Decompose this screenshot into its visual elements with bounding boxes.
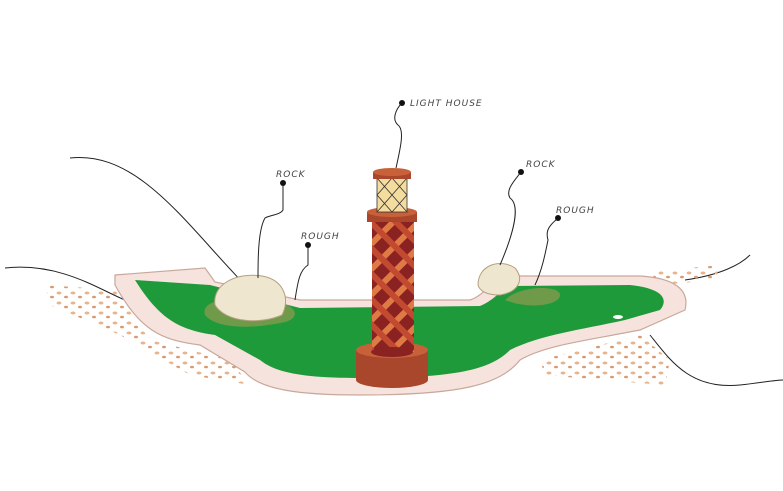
label-lighthouse: LIGHT HOUSE	[410, 99, 483, 109]
hole-cup	[613, 315, 623, 319]
label-rough-left: ROUGH	[301, 232, 340, 242]
rock-left	[214, 274, 286, 322]
rough-right	[505, 288, 560, 306]
rock-right	[477, 263, 520, 296]
lighthouse	[356, 168, 428, 388]
gravel-left	[45, 285, 250, 385]
terrain-line-left	[69, 157, 251, 291]
gravel-right	[540, 335, 670, 385]
label-rough-right: ROUGH	[556, 206, 595, 216]
label-rock-left: ROCK	[276, 170, 306, 180]
callout-leaders	[257, 102, 559, 301]
label-rock-right: ROCK	[526, 160, 556, 170]
